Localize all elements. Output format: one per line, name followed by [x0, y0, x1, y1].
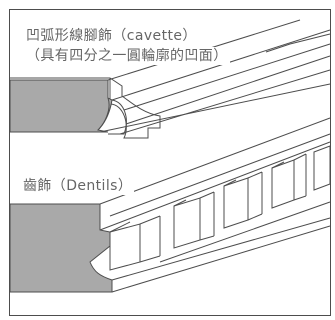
dentil-block-1	[109, 215, 161, 271]
dentil-block-3	[223, 171, 263, 229]
cavetto-label: 凹弧形線腳飾（cavette）	[24, 27, 199, 45]
dentil-bottom-edge-3	[159, 201, 331, 263]
dentil-moulding	[9, 117, 331, 293]
dentil-top-edge-1	[99, 117, 331, 205]
cavetto-edge-6	[99, 83, 331, 133]
cavetto-description-label: （具有四分之一圓輪廓的凹面）	[24, 47, 230, 65]
cavetto-edge-3	[123, 43, 331, 111]
dentil-bottom-edge-2	[111, 225, 331, 293]
cavetto-gray-profile	[9, 79, 113, 133]
cavetto-section	[10, 77, 161, 139]
cavetto-edge-5	[119, 69, 331, 135]
dentil-gray-profile	[9, 203, 113, 293]
dentil-block-2	[173, 191, 215, 249]
dentil-block-5	[313, 145, 331, 191]
cavetto-front-curve	[108, 99, 127, 135]
cavetto-curve-face	[97, 97, 110, 131]
cavetto-moulding	[9, 19, 331, 139]
cavetto-edge-2	[111, 29, 331, 101]
dentil-top-edge-3	[99, 141, 331, 231]
cavetto-leader-line	[265, 33, 331, 53]
dentil-bottom-edge-1	[111, 217, 331, 281]
cavetto-edge-4	[125, 55, 331, 125]
dentil-block-4	[271, 153, 307, 209]
dentils-label: 齒飾（Dentils）	[21, 177, 135, 195]
dentil-top-edge-2	[109, 133, 331, 217]
